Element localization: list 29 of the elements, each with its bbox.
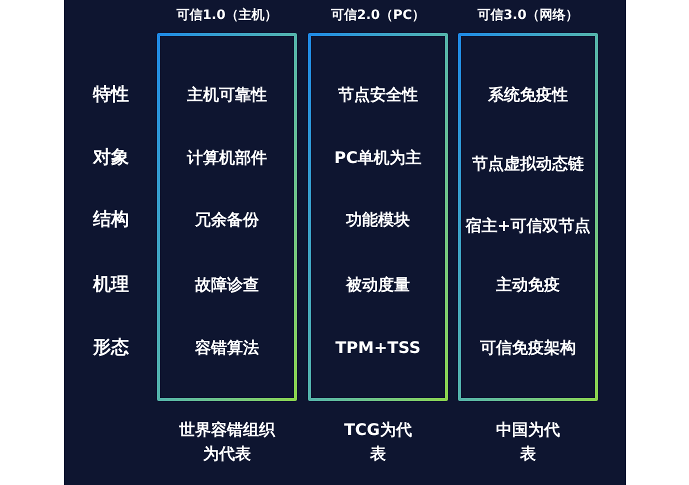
column-heading: 可信3.0（网络） <box>476 7 580 25</box>
cell-text: 计算机部件 <box>186 147 268 169</box>
row-label: 对象 <box>92 149 130 167</box>
column-box <box>458 33 598 401</box>
column-box <box>157 33 297 401</box>
origin-note: 世界容错组织为代表 <box>178 419 276 465</box>
column-heading: 可信1.0（主机） <box>175 6 279 25</box>
column-box <box>308 33 448 401</box>
origin-note: TCG为代表 <box>343 419 413 465</box>
row-label: 形态 <box>92 339 130 357</box>
cell-text: 冗余备份 <box>194 209 260 231</box>
cell-text: 节点虚拟动态链 <box>471 153 585 175</box>
cell-text: 系统免疫性 <box>487 84 569 106</box>
cell-text: TPM+TSS <box>334 337 422 359</box>
cell-text: 节点安全性 <box>337 84 419 106</box>
cell-text: 功能模块 <box>344 209 411 231</box>
row-label: 特性 <box>92 86 130 104</box>
row-label: 机理 <box>92 276 130 294</box>
cell-text: 主动免疫 <box>495 274 561 296</box>
cell-text: 故障诊查 <box>194 274 260 296</box>
cell-text: 可信免疫架构 <box>479 337 577 359</box>
origin-note: 中国为代表 <box>495 419 561 465</box>
cell-text: 主机可靠性 <box>186 84 268 106</box>
column-heading: 可信2.0（PC） <box>330 7 426 25</box>
row-label: 结构 <box>92 211 130 229</box>
cell-text: 容错算法 <box>194 337 260 359</box>
cell-text: 宿主+可信双节点 <box>464 215 592 237</box>
cell-text: 被动度量 <box>344 274 411 296</box>
cell-text: PC单机为主 <box>333 147 423 169</box>
